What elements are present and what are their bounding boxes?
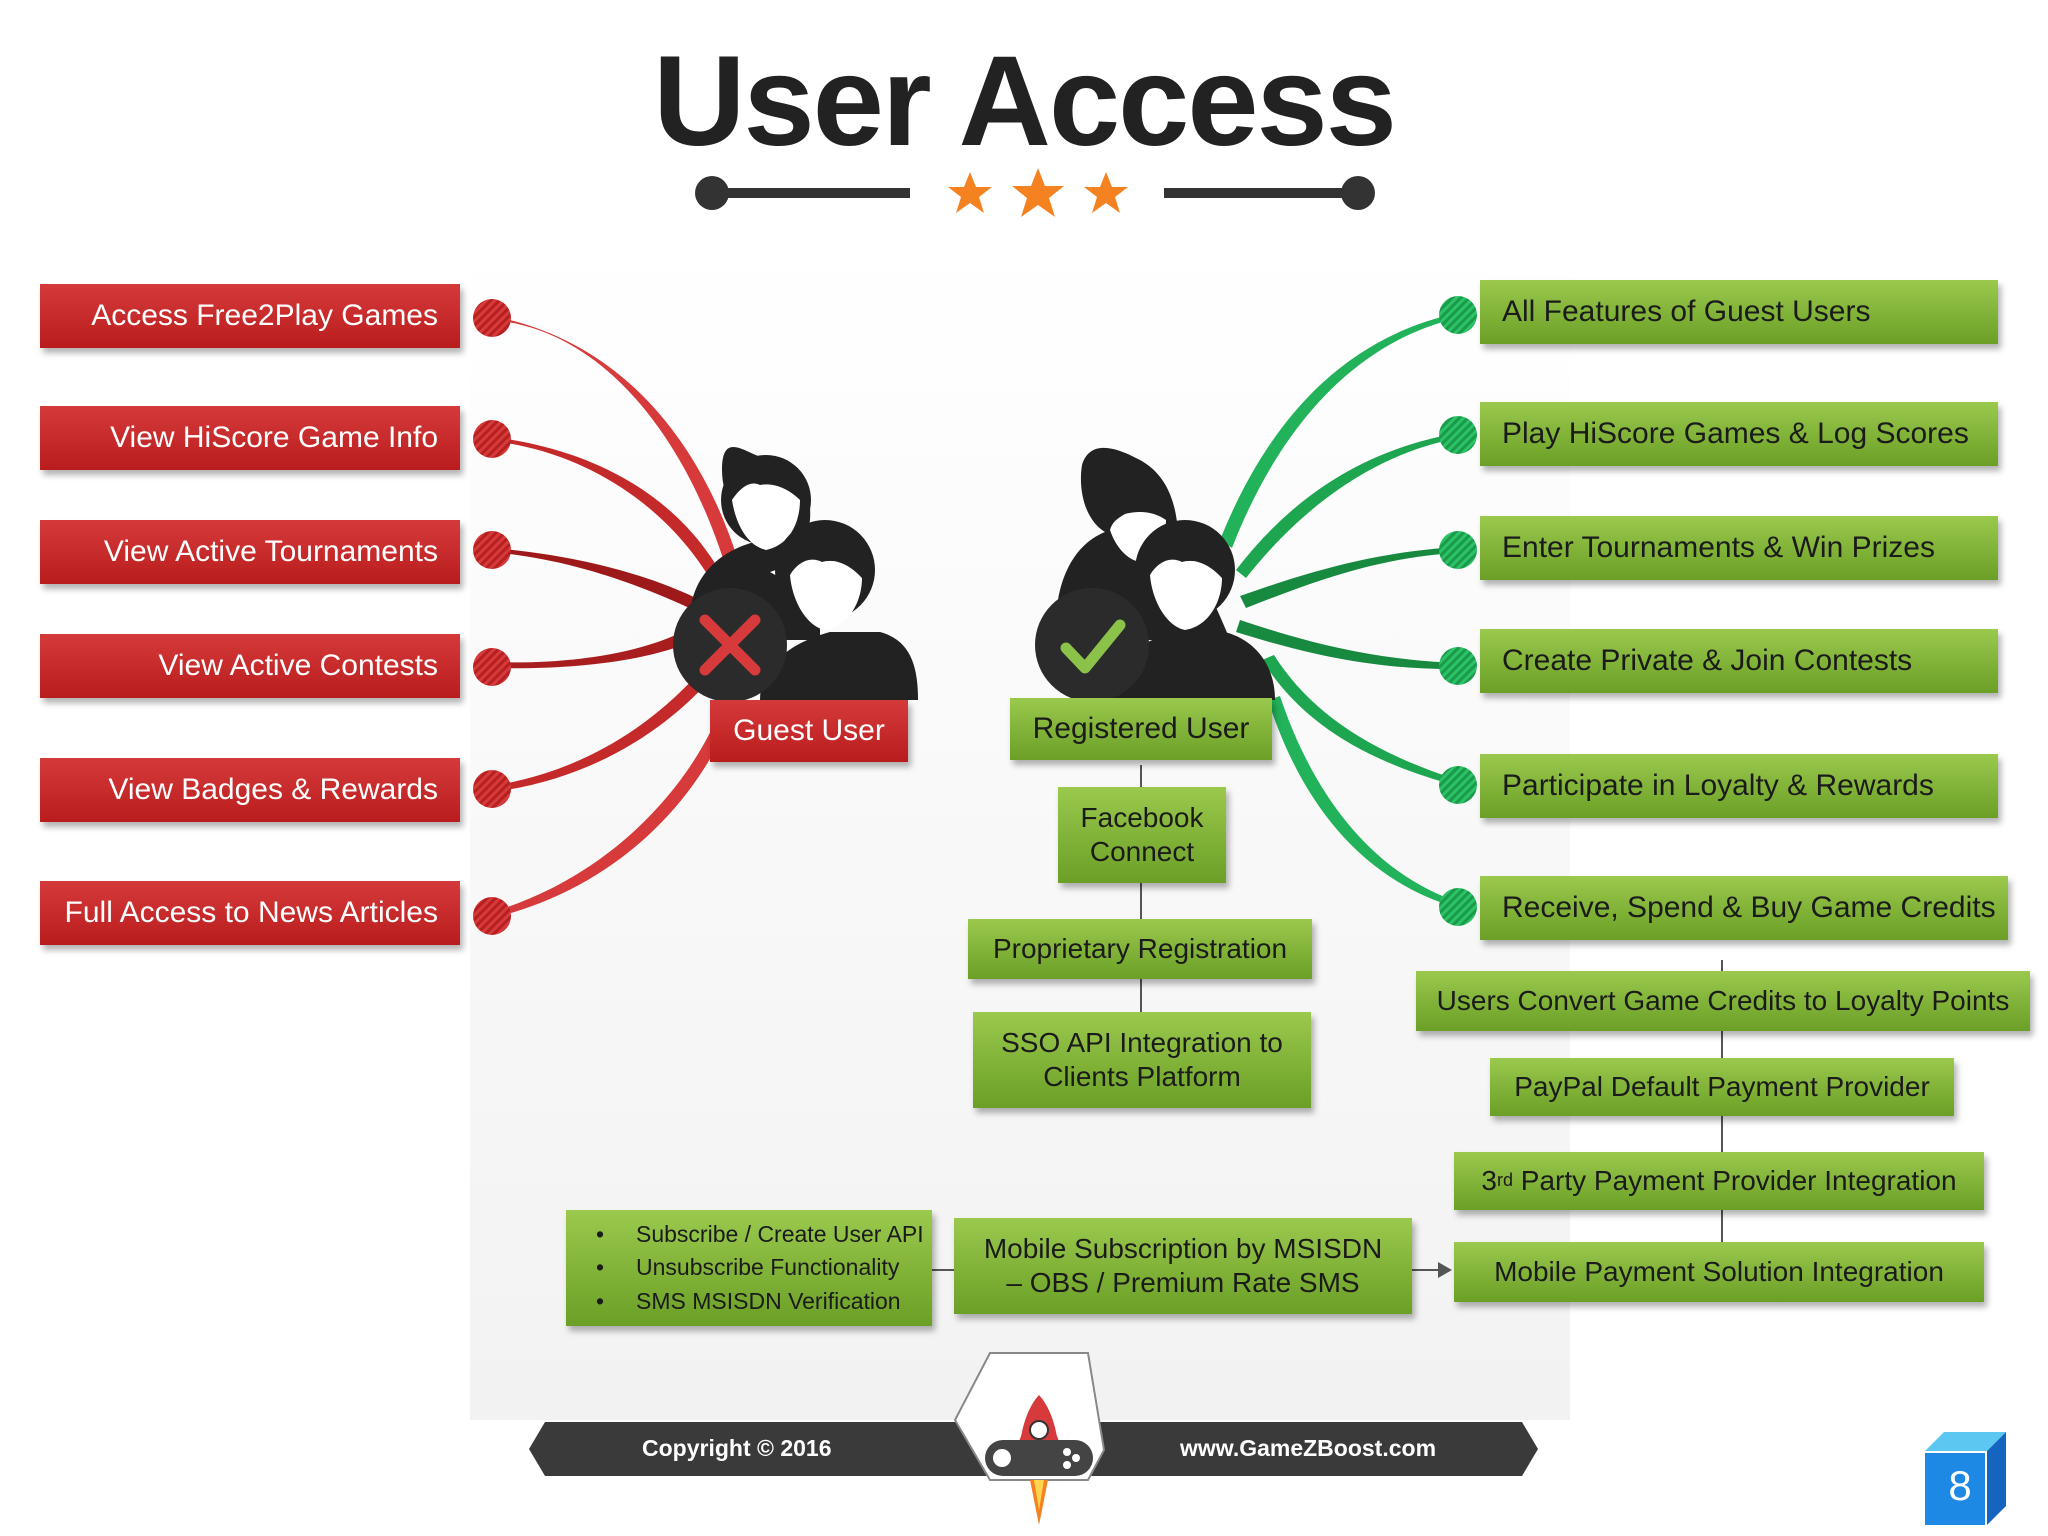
- sso-api-integration-box: SSO API Integration to Clients Platform: [973, 1012, 1311, 1108]
- third-party-prefix: 3: [1481, 1165, 1497, 1197]
- guest-connectors: [492, 316, 738, 918]
- mobile-subscription-line2: – OBS / Premium Rate SMS: [1006, 1267, 1360, 1298]
- guest-feature-active-contests: View Active Contests: [40, 634, 460, 698]
- api-bullet-sms-verification: SMS MSISDN Verification: [596, 1288, 901, 1316]
- star-icon: [1012, 168, 1064, 217]
- guest-feature-news-articles: Full Access to News Articles: [40, 881, 460, 945]
- registered-feature-guest-features: All Features of Guest Users: [1480, 280, 1998, 344]
- registered-feature-tournaments-prizes: Enter Tournaments & Win Prizes: [1480, 516, 1998, 580]
- api-bullet-unsubscribe: Unsubscribe Functionality: [596, 1254, 899, 1282]
- registered-feature-private-contests: Create Private & Join Contests: [1480, 629, 1998, 693]
- guest-user-label: Guest User: [710, 700, 908, 762]
- registered-connectors: [1220, 313, 1458, 908]
- registered-user-label: Registered User: [1010, 698, 1272, 760]
- title-divider: [695, 168, 1375, 217]
- mobile-subscription-line1: Mobile Subscription by MSISDN: [983, 1233, 1383, 1265]
- api-bullet-subscribe: Subscribe / Create User API: [596, 1221, 924, 1249]
- guest-bullet-dots: [473, 299, 511, 935]
- convert-credits-loyalty-box: Users Convert Game Credits to Loyalty Po…: [1416, 971, 2030, 1031]
- star-icon: [948, 172, 992, 213]
- cube-page-icon: [1923, 1432, 2006, 1527]
- guest-feature-free2play: Access Free2Play Games: [40, 284, 460, 348]
- rocket-gamepad-logo-icon: [985, 1395, 1093, 1525]
- guest-feature-hiscore-info: View HiScore Game Info: [40, 406, 460, 470]
- third-party-text: Party Payment Provider Integration: [1513, 1165, 1957, 1197]
- registered-feature-loyalty-rewards: Participate in Loyalty & Rewards: [1480, 754, 1998, 818]
- page-number: 8: [1948, 1462, 1972, 1509]
- footer-website[interactable]: www.GameZBoost.com: [1180, 1435, 1437, 1461]
- guest-feature-active-tournaments: View Active Tournaments: [40, 520, 460, 584]
- credits-connector-lines: [930, 960, 1723, 1278]
- api-bullets-box: Subscribe / Create User API Unsubscribe …: [566, 1210, 932, 1326]
- mobile-subscription-box: Mobile Subscription by MSISDN – OBS / Pr…: [954, 1218, 1412, 1314]
- facebook-connect-box: Facebook Connect: [1058, 787, 1226, 883]
- footer-copyright: Copyright © 2016: [642, 1435, 832, 1461]
- star-icon: [1084, 172, 1128, 213]
- registered-feature-game-credits: Receive, Spend & Buy Game Credits: [1480, 876, 2008, 940]
- proprietary-registration-box: Proprietary Registration: [968, 919, 1312, 979]
- guest-users-x-icon: [673, 447, 918, 702]
- page-title: User Access: [653, 30, 1397, 173]
- registered-feature-hiscore-log: Play HiScore Games & Log Scores: [1480, 402, 1998, 466]
- mobile-payment-integration-box: Mobile Payment Solution Integration: [1454, 1242, 1984, 1302]
- guest-feature-badges-rewards: View Badges & Rewards: [40, 758, 460, 822]
- registered-bullet-dots: [1439, 296, 1477, 926]
- registered-users-check-icon: [1035, 447, 1275, 702]
- third-party-superscript: rd: [1497, 1170, 1514, 1191]
- paypal-provider-box: PayPal Default Payment Provider: [1490, 1058, 1954, 1116]
